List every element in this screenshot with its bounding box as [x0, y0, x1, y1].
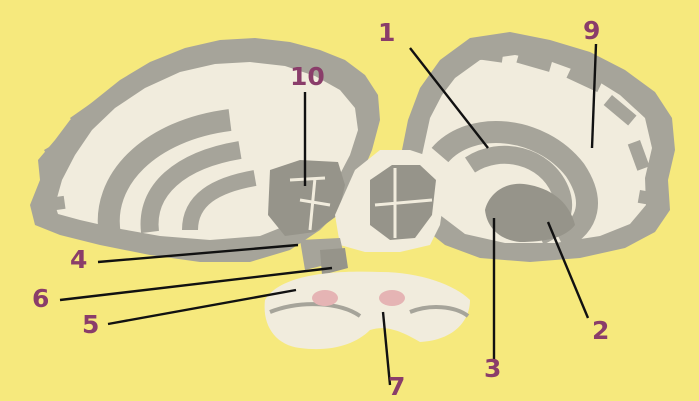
- lower-pons: [265, 272, 470, 350]
- label-2: 2: [592, 318, 609, 343]
- label-1: 1: [378, 20, 395, 45]
- left-nucleus-10: [268, 160, 345, 236]
- pink-nucleus-right: [379, 290, 405, 306]
- label-5: 5: [82, 312, 99, 337]
- pink-nucleus-left: [312, 290, 338, 306]
- label-9: 9: [583, 18, 600, 43]
- label-6: 6: [32, 286, 49, 311]
- label-7: 7: [388, 374, 405, 399]
- label-3: 3: [484, 356, 501, 381]
- label-4: 4: [70, 247, 87, 272]
- label-10: 10: [290, 64, 325, 89]
